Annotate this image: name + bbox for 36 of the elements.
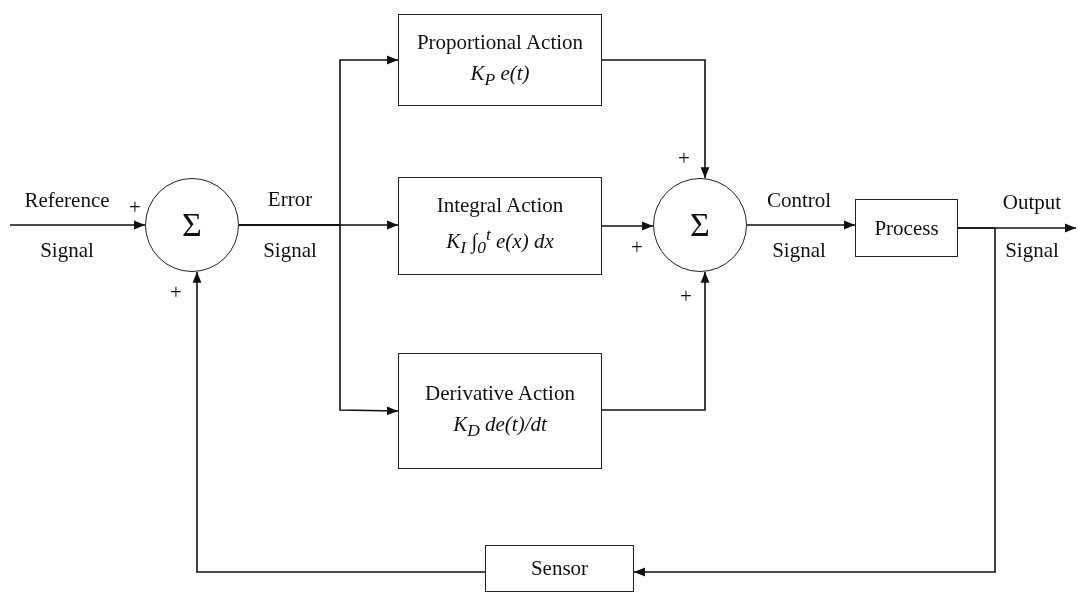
sum-symbol: Σ [182, 208, 202, 242]
arrow [238, 224, 399, 416]
block-box [855, 199, 958, 257]
block-title: Integral Action [436, 193, 564, 219]
block-box [398, 177, 602, 275]
block-title: Sensor [530, 556, 589, 581]
signal-label: Reference [24, 189, 110, 211]
block-box [398, 14, 602, 106]
formula: K$_{I}$ ∫$_{0}$$^{t}$ e(x) dx [446, 224, 554, 259]
signal-label: + [129, 196, 141, 218]
signal-label: Signal [40, 239, 94, 261]
block-title: Proportional Action [416, 29, 584, 55]
signal-label: + [678, 147, 690, 169]
block-title: Process [874, 215, 939, 241]
signal-label: + [680, 285, 692, 307]
signal-label: + [631, 236, 643, 258]
signal-label: Error [267, 188, 313, 210]
formula: K$_{D}$ de(t)/dt [453, 411, 547, 442]
arrow [9, 220, 146, 230]
signal-label: + [170, 281, 182, 303]
block-box [398, 353, 602, 469]
block-box [485, 545, 634, 592]
signal-label: Output [1002, 191, 1062, 213]
arrow [746, 220, 856, 230]
block-title: Derivative Action [425, 380, 575, 406]
signal-label: Signal [263, 239, 317, 261]
signal-label: Control [766, 189, 832, 211]
arrow [601, 59, 710, 180]
sum-symbol: Σ [690, 208, 710, 242]
arrow [601, 270, 710, 411]
arrow [601, 221, 654, 231]
arrow [192, 270, 486, 573]
arrow [633, 227, 996, 577]
signal-label: Signal [1005, 239, 1059, 261]
signal-label: Signal [772, 239, 826, 261]
formula: K$_{P}$ e(t) [470, 60, 530, 91]
